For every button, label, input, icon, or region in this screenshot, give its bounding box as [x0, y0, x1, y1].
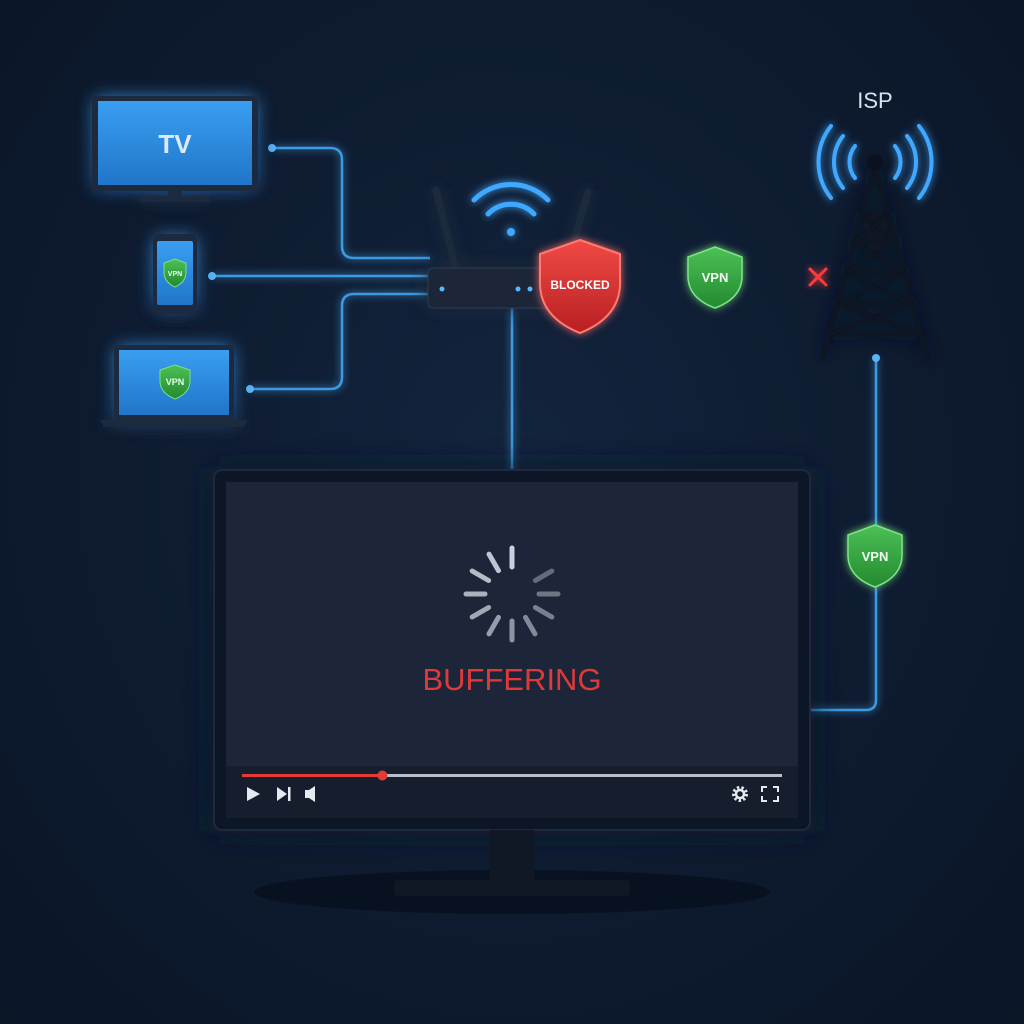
wifi-icon [471, 182, 551, 236]
spinner-dash [469, 568, 492, 583]
spinner-dash [532, 605, 555, 620]
signal-waves-icon [816, 124, 934, 200]
blocked-x-icon [808, 267, 828, 287]
tower-port-dot [872, 354, 880, 362]
tower-top [867, 154, 883, 170]
spinner-dash [486, 551, 501, 574]
spinner-dash [486, 614, 501, 637]
blocked-label: BLOCKED [550, 278, 610, 292]
monitor-stand [394, 880, 630, 896]
link-vpn-shield-icon [687, 246, 743, 309]
laptop-port-dot [246, 385, 254, 393]
phone-vpn-label: VPN [168, 271, 182, 278]
laptop-vpn-label: VPN [166, 377, 185, 387]
isp-vpn-label: VPN [862, 549, 889, 564]
monitor [213, 469, 811, 896]
tv-label: TV [158, 129, 192, 159]
play-icon[interactable] [247, 787, 260, 801]
next-icon[interactable] [277, 787, 291, 801]
router-led [515, 286, 521, 292]
spinner-dash [469, 605, 492, 620]
video-screen [226, 482, 798, 818]
progress-track[interactable] [242, 774, 782, 777]
buffering-spinner-icon [463, 545, 561, 643]
spinner-dash [532, 568, 555, 583]
laptop-connection-line [250, 292, 430, 391]
link-vpn-label: VPN [702, 270, 729, 285]
tv-device [92, 96, 258, 202]
tv-screen [98, 101, 252, 185]
spinner-dash [523, 614, 538, 637]
tv-port-dot [268, 144, 276, 152]
router-antenna-left [432, 186, 460, 274]
monitor-neck [490, 830, 534, 882]
tv-connection-line [272, 146, 430, 260]
blocked-shield-icon [539, 238, 621, 335]
settings-gear-icon[interactable] [732, 786, 748, 802]
phone-vpn-shield-icon [163, 258, 187, 288]
fullscreen-icon[interactable] [761, 786, 779, 802]
progress-fill [242, 774, 383, 777]
router-led [439, 286, 445, 292]
isp-tower [819, 165, 931, 361]
buffering-status: BUFFERING [422, 662, 601, 697]
player-controls [226, 766, 798, 818]
laptop-vpn-shield-icon [159, 364, 191, 400]
phone-port-dot [208, 272, 216, 280]
isp-label: ISP [857, 88, 892, 113]
isp-vpn-shield-icon [847, 524, 903, 588]
connection-lines [212, 146, 878, 712]
connection-dots [208, 144, 880, 393]
isp-monitor-line [810, 358, 878, 712]
router-led [527, 286, 533, 292]
volume-icon[interactable] [305, 786, 315, 802]
progress-scrubber[interactable] [377, 770, 388, 781]
